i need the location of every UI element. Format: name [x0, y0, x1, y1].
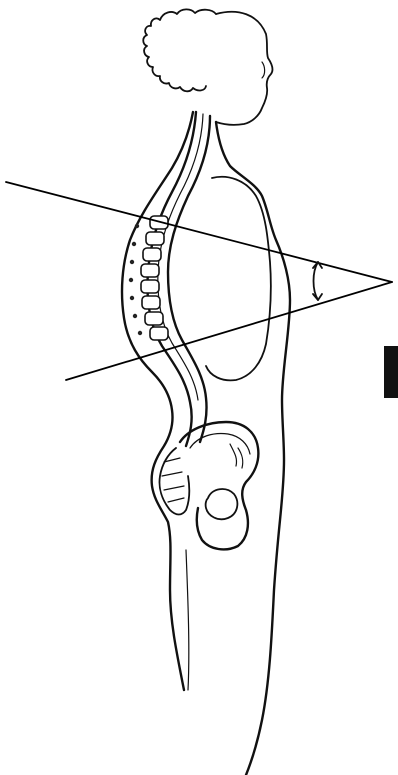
vertebra-5 — [141, 280, 159, 293]
hair-outline — [143, 9, 216, 91]
pelvis — [159, 422, 258, 549]
sacral-segments — [162, 458, 184, 502]
lower-ray — [66, 282, 392, 380]
vertebra-4 — [141, 264, 159, 277]
chest-cavity — [206, 177, 271, 381]
ear-outline — [262, 62, 265, 78]
hip-detail — [230, 444, 243, 468]
obturator-foramen — [206, 489, 238, 519]
iliac-crest — [180, 422, 258, 549]
angle-construction — [6, 182, 392, 380]
spinous-process-2 — [132, 242, 136, 246]
sacrum — [159, 448, 189, 515]
spinous-process-5 — [130, 296, 134, 300]
body-outline — [122, 112, 290, 775]
iliac-inner — [190, 434, 250, 454]
upper-ray — [6, 182, 392, 282]
arrowhead-down-icon — [313, 294, 322, 300]
vertebra-6 — [142, 296, 160, 309]
spine-back-edge — [148, 112, 196, 446]
vertebra-7 — [145, 312, 163, 325]
vertebra-3 — [143, 248, 161, 261]
head — [143, 9, 272, 124]
front-contour — [216, 122, 290, 775]
spinous-process-7 — [138, 331, 142, 335]
spinous-process-4 — [129, 278, 133, 282]
corner-marker-icon — [384, 346, 398, 398]
vertebra-2 — [146, 232, 164, 245]
spinal-canal — [158, 114, 203, 400]
spinous-process-3 — [130, 260, 134, 264]
vertebra-8 — [150, 327, 168, 340]
spinous-process-6 — [133, 314, 137, 318]
spinous-process-1 — [135, 224, 139, 228]
leg-contour — [186, 550, 189, 690]
back-contour — [122, 112, 193, 690]
